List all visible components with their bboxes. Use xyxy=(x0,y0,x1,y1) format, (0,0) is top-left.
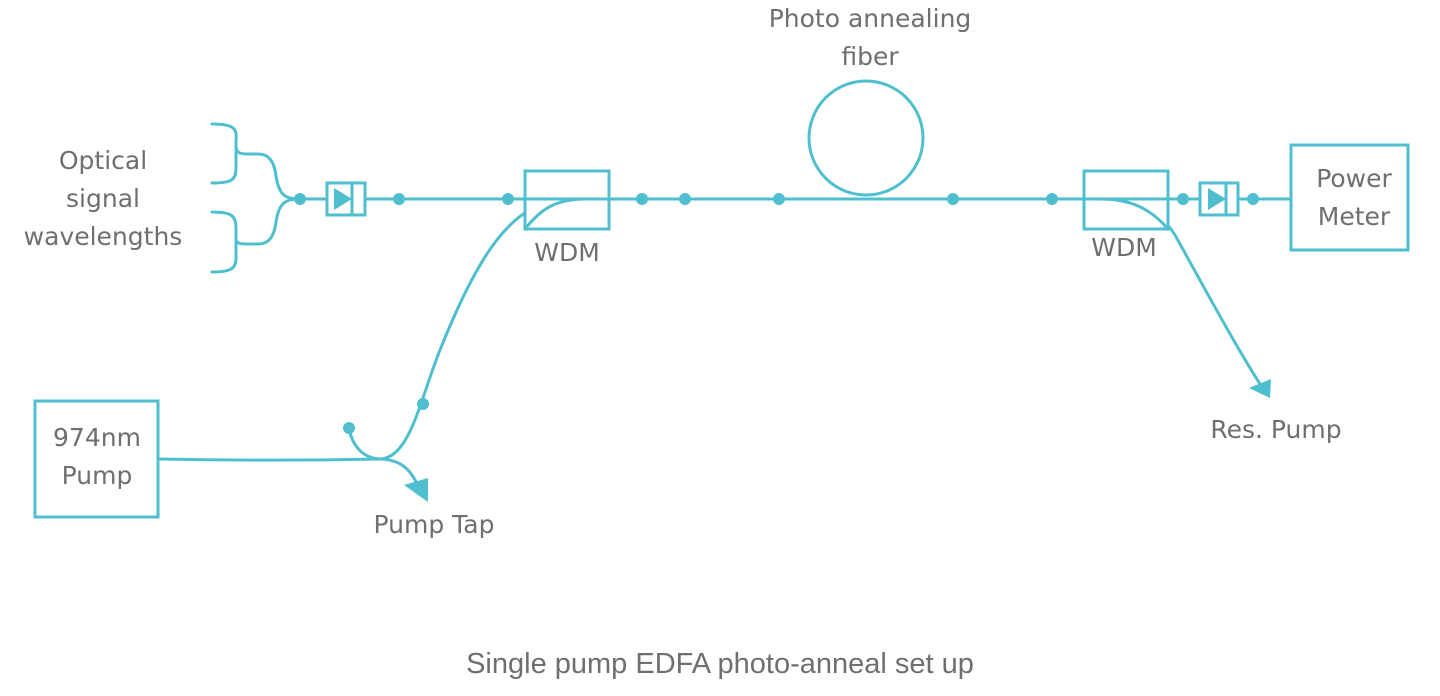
upper-brace xyxy=(210,122,302,201)
power-meter-box xyxy=(1289,143,1410,252)
splice-dot-icon xyxy=(1046,193,1058,205)
pump-label: 974nm Pump xyxy=(53,423,141,490)
splice-dot-icon xyxy=(636,193,648,205)
photo-annealing-coil xyxy=(807,79,925,197)
splice-dot-icon xyxy=(1247,193,1259,205)
photo-annealing-fiber-label: Photo annealing fiber xyxy=(768,4,972,71)
power-meter-label: Power Meter xyxy=(1316,164,1392,231)
pump-tap-label: Pump Tap xyxy=(373,510,495,539)
splice-dot-icon xyxy=(773,193,785,205)
wdm-left-coupler xyxy=(523,197,587,231)
lower-brace xyxy=(210,197,302,246)
splice-dot-icon xyxy=(393,193,405,205)
res-pump-arrow-icon xyxy=(1249,379,1271,398)
isolator-left-icon xyxy=(325,181,367,217)
wdm-left-label: WDM xyxy=(534,238,600,267)
pump-tap-fiber xyxy=(378,457,420,488)
diagram-caption: Single pump EDFA photo-anneal set up xyxy=(466,648,974,680)
splice-dot-icon xyxy=(1177,193,1189,205)
wdm-right-label: WDM xyxy=(1091,233,1157,262)
splice-dot-icon xyxy=(294,193,306,205)
splice-dot-icon xyxy=(502,193,514,205)
splice-dot-icon xyxy=(947,193,959,205)
splice-dots xyxy=(294,193,1259,434)
splice-dot-icon xyxy=(417,398,429,410)
pump-tap-arrow-icon xyxy=(404,478,428,502)
optical-signal-label: Optical signal wavelengths xyxy=(23,146,183,251)
wdm-right-coupler xyxy=(1098,197,1170,231)
splice-dot-icon xyxy=(343,422,355,434)
isolator-right-icon xyxy=(1198,181,1240,217)
splice-dot-icon xyxy=(679,193,691,205)
upper-brace-lower-arm xyxy=(210,144,238,185)
pump-tap-hook xyxy=(347,426,382,461)
res-pump-label: Res. Pump xyxy=(1210,415,1342,444)
pump-box xyxy=(33,399,160,519)
lower-brace-lower-arm xyxy=(210,236,238,274)
